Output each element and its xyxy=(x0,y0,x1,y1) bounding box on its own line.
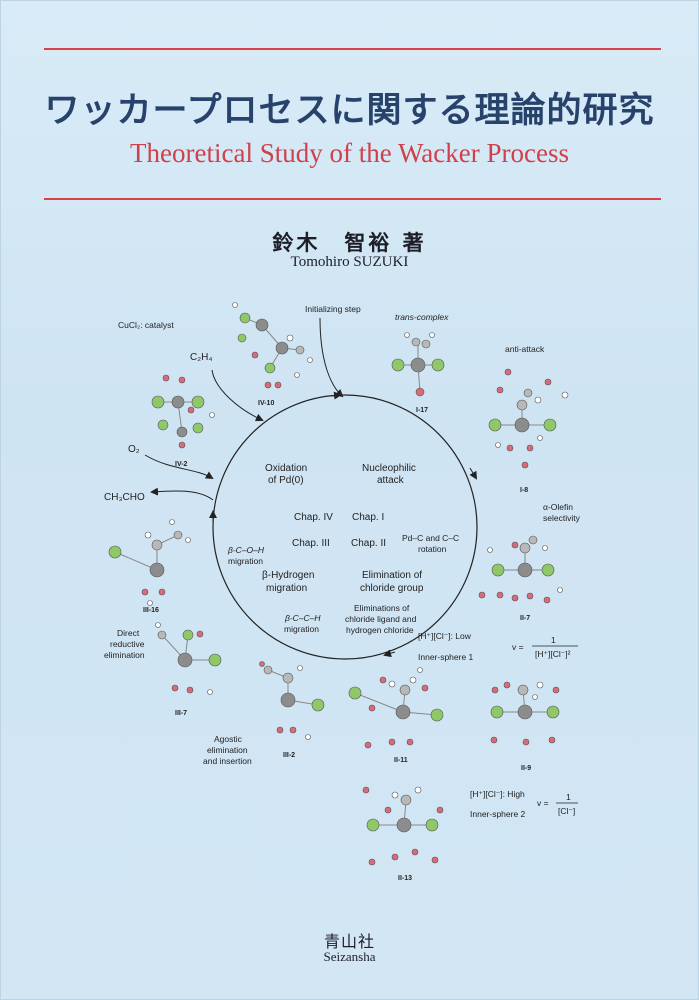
b-hydrogen-label-1: β-Hydrogen xyxy=(262,570,314,581)
chap-i-label: Chap. I xyxy=(352,512,384,523)
publisher-japanese: 青山社 xyxy=(323,932,375,951)
initializing-arrow xyxy=(319,317,344,398)
molecule-ii11 xyxy=(348,667,444,749)
chap-iii-label: Chap. III xyxy=(292,538,330,549)
pd-c-rotation-label-2: rotation xyxy=(418,544,447,554)
b-cch-label-2: migration xyxy=(284,624,319,634)
compound-label-i17: I-17 xyxy=(416,407,428,414)
compound-label-i8: I-8 xyxy=(520,487,528,494)
b-coh-label-2: migration xyxy=(228,556,263,566)
direct-reductive-label-1: Direct xyxy=(117,628,140,638)
molecule-iii7 xyxy=(155,622,222,695)
nucleophilic-label-2: attack xyxy=(377,475,405,486)
chap-iv-label: Chap. IV xyxy=(294,512,333,523)
molecule-ii9 xyxy=(490,681,560,746)
compound-label-iii7: III-7 xyxy=(175,710,187,717)
bottom-red-rule xyxy=(44,198,661,200)
acetaldehyde-arrow xyxy=(150,487,214,501)
compound-label-ii13: II-13 xyxy=(398,875,412,882)
molecule-i17 xyxy=(391,332,445,397)
rate-2-numerator: 1 xyxy=(566,792,571,802)
oxygen-arrow xyxy=(144,454,214,480)
agostic-label-2: elimination xyxy=(207,745,248,755)
molecule-i8 xyxy=(488,368,569,469)
ethylene-arrow xyxy=(211,369,264,422)
publisher-english: Seizansha xyxy=(323,949,376,964)
compound-label-iii16: III-16 xyxy=(143,607,159,614)
rate-1-numerator: 1 xyxy=(551,635,556,645)
oxidation-label-1: Oxidation xyxy=(265,463,307,474)
elim-chloride-label-1: Elimination of xyxy=(362,570,422,581)
author-english: Tomohiro SUZUKI xyxy=(290,254,409,270)
molecule-iii2 xyxy=(259,661,325,740)
catalyst-label: CuCl₂: catalyst xyxy=(118,320,174,330)
direct-reductive-label-2: reductive xyxy=(110,639,145,649)
pd-c-rotation-label-1: Pd–C and C–C xyxy=(402,533,459,543)
high-chloride-label: [H⁺][Cl⁻]: High xyxy=(470,789,525,799)
nucleophilic-label-1: Nucleophilic xyxy=(362,463,416,474)
anti-attack-label: anti-attack xyxy=(505,344,545,354)
molecule-ii13 xyxy=(362,786,444,866)
trans-complex-label: trans-complex xyxy=(395,312,449,322)
inner-sphere-2-label: Inner-sphere 2 xyxy=(470,809,526,819)
molecule-iv2 xyxy=(151,374,215,449)
inner-sphere-1-label: Inner-sphere 1 xyxy=(418,652,474,662)
rate-1-denominator: [H⁺][Cl⁻]² xyxy=(535,649,571,659)
compound-label-ii9: II-9 xyxy=(521,765,531,772)
rate-2-denominator: [Cl⁻] xyxy=(558,806,575,816)
catalytic-cycle-diagram: Initializing step CuCl₂: catalyst C₂H₄ O… xyxy=(104,302,581,882)
compound-label-iii2: III-2 xyxy=(283,752,295,759)
molecule-iv10 xyxy=(232,302,313,389)
olefin-selectivity-label-2: selectivity xyxy=(543,513,581,523)
molecule-ii7 xyxy=(478,535,563,604)
agostic-label-3: and insertion xyxy=(203,756,252,766)
elim-ligand-label-1: Eliminations of xyxy=(354,603,410,613)
author-japanese: 鈴木 智裕 著 xyxy=(272,230,427,255)
rate-1-v: v = xyxy=(512,642,524,652)
elim-ligand-label-2: chloride ligand and xyxy=(345,614,417,624)
compound-label-ii11: II-11 xyxy=(394,757,408,764)
title-japanese: ワッカープロセスに関する理論的研究 xyxy=(44,91,655,131)
chap-ii-label: Chap. II xyxy=(351,538,386,549)
initializing-step-label: Initializing step xyxy=(305,304,361,314)
oxidation-label-2: of Pd(0) xyxy=(268,475,304,486)
oxygen-label: O₂ xyxy=(128,444,140,455)
acetaldehyde-label: CH₃CHO xyxy=(104,492,145,503)
b-coh-label-1: β-C–O–H xyxy=(227,545,265,555)
molecule-iii16 xyxy=(108,519,191,606)
cycle-arrow-right xyxy=(469,467,478,480)
olefin-selectivity-label-1: α-Olefin xyxy=(543,502,573,512)
ethylene-label: C₂H₄ xyxy=(190,352,212,363)
b-cch-label-1: β-C–C–H xyxy=(284,613,321,623)
elim-ligand-label-3: hydrogen chloride xyxy=(346,625,414,635)
agostic-label-1: Agostic xyxy=(214,734,243,744)
compound-label-iv2: IV-2 xyxy=(175,461,188,468)
rate-2-v: v = xyxy=(537,798,549,808)
cycle-arrow-bottom xyxy=(383,649,396,658)
compound-label-ii7: II-7 xyxy=(520,615,530,622)
elim-chloride-label-2: chloride group xyxy=(360,583,424,594)
low-chloride-label: [H⁺][Cl⁻]: Low xyxy=(418,631,472,641)
title-english: Theoretical Study of the Wacker Process xyxy=(130,138,569,168)
top-red-rule xyxy=(44,48,661,50)
direct-reductive-label-3: elimination xyxy=(104,650,145,660)
cycle-circle xyxy=(212,394,478,660)
b-hydrogen-label-2: migration xyxy=(266,583,307,594)
compound-label-iv10: IV-10 xyxy=(258,400,274,407)
